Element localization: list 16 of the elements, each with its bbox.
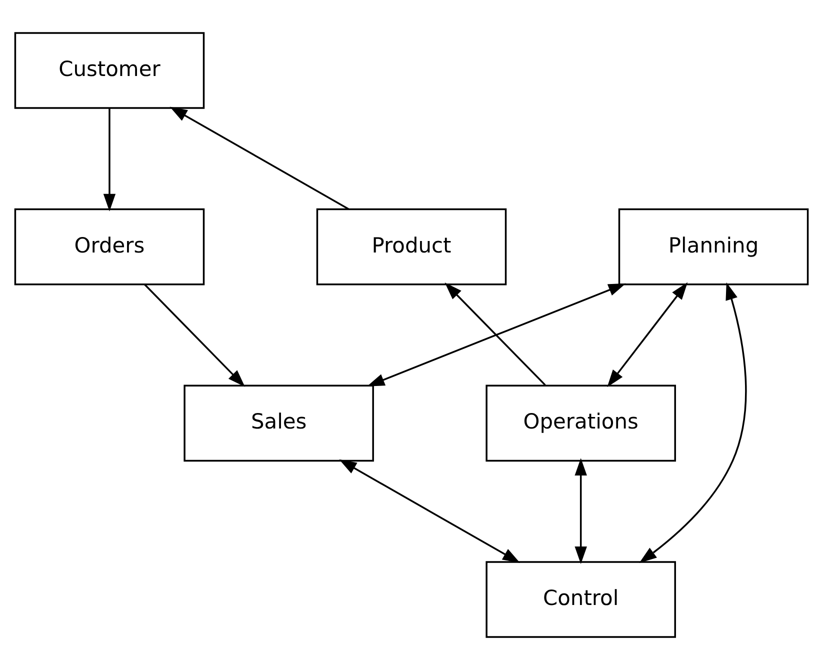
arrow: [574, 458, 587, 564]
arrow: [170, 106, 349, 210]
node-box: Product: [316, 208, 507, 285]
node-box: Operations: [486, 384, 676, 462]
arrow: [639, 282, 747, 563]
node-box: Orders: [14, 208, 205, 285]
node-box: Planning: [618, 208, 809, 285]
arrow: [444, 282, 546, 386]
arrow: [144, 283, 246, 386]
arrow: [607, 282, 688, 387]
node-box: Control: [486, 560, 676, 638]
arrow: [103, 108, 116, 211]
node-box: Sales: [184, 384, 374, 462]
node-box: Customer: [14, 32, 205, 108]
arrow: [339, 458, 520, 562]
arrow: [367, 282, 626, 386]
